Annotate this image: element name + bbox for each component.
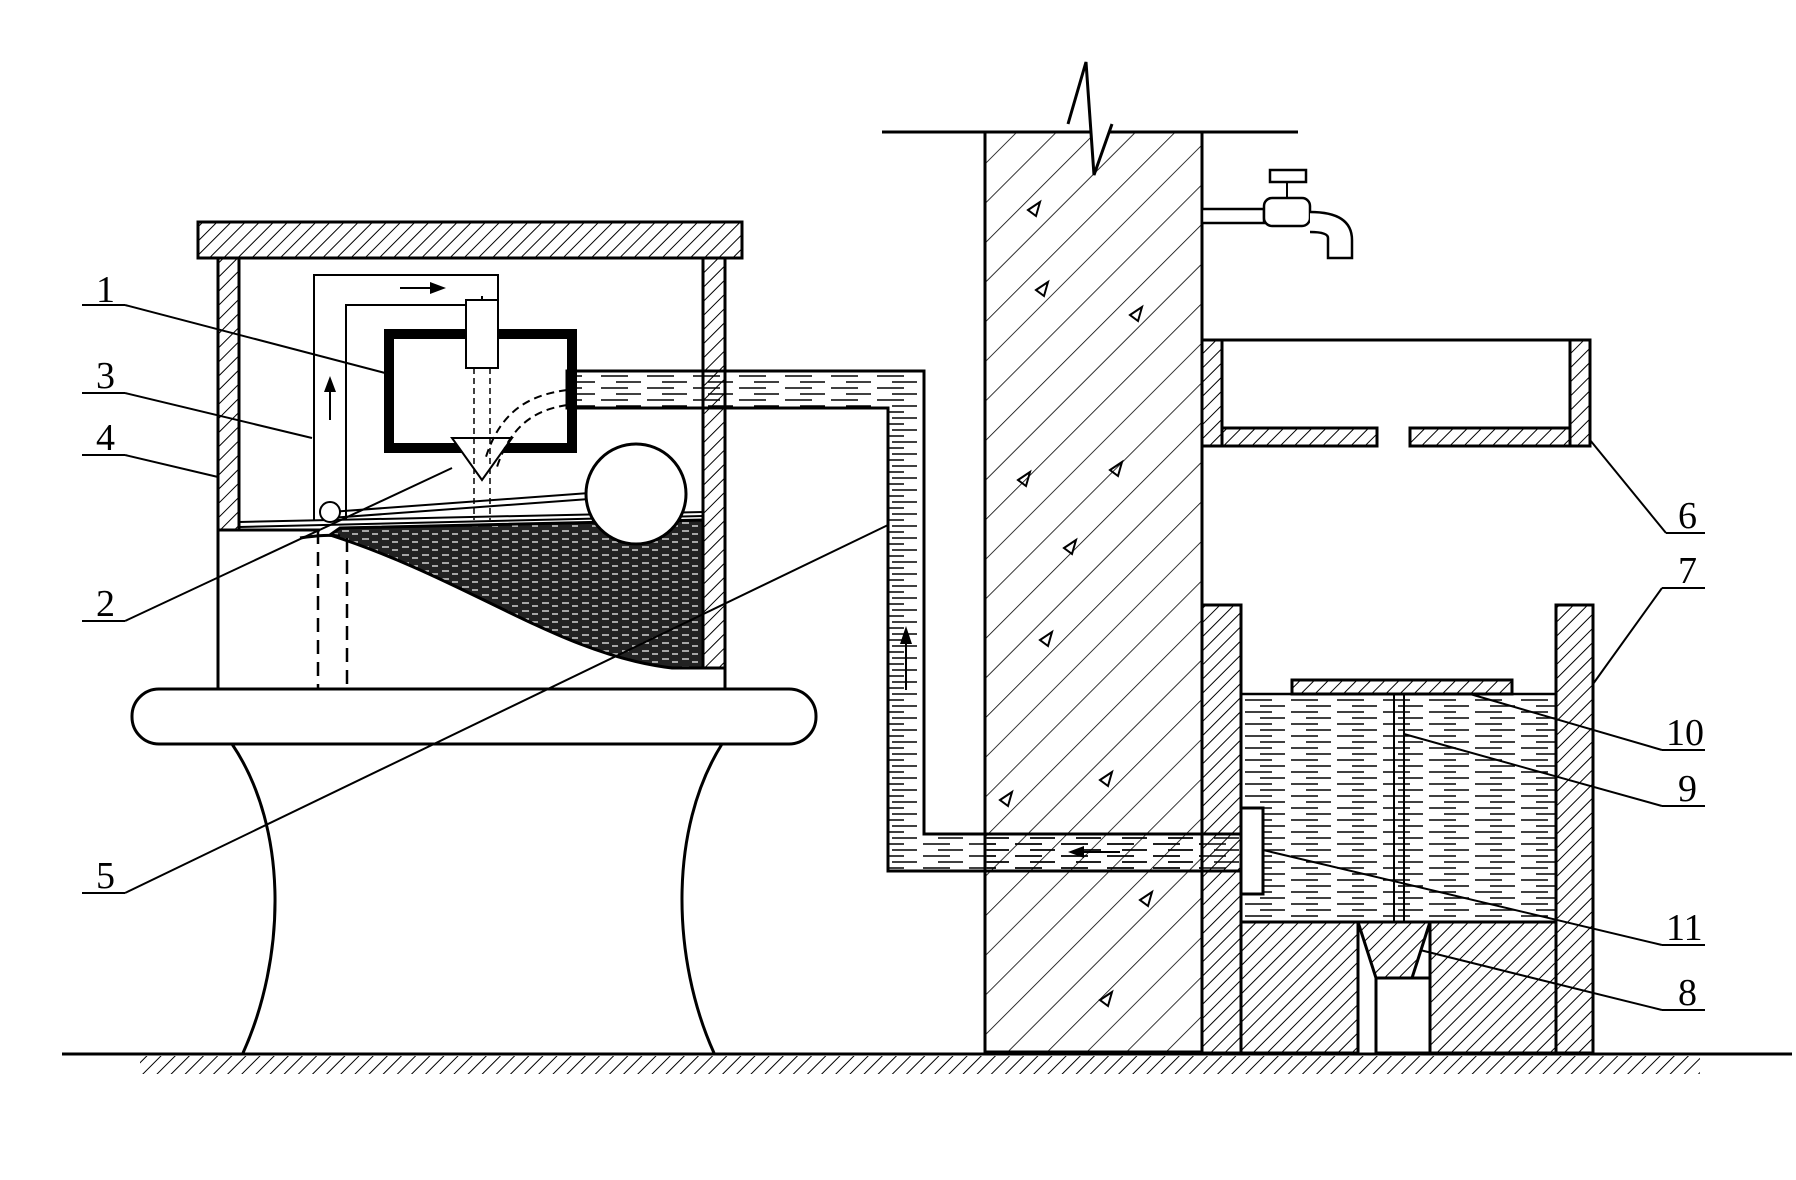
- label-5: 5: [96, 855, 115, 897]
- cistern: [196, 220, 744, 691]
- filter-box: [384, 299, 577, 520]
- label-11: 11: [1666, 907, 1703, 949]
- label-4: 4: [96, 417, 115, 459]
- label-3: 3: [96, 355, 115, 397]
- float-ball: [319, 442, 688, 546]
- flush-pipe: [316, 530, 349, 688]
- faucet-icon: [1200, 168, 1354, 260]
- label-9: 9: [1678, 768, 1697, 810]
- toilet-bowl: [130, 687, 818, 1054]
- label-1: 1: [96, 269, 115, 311]
- label-10: 10: [1666, 712, 1704, 754]
- leader-lines: [82, 304, 1705, 1011]
- overflow-stream: [484, 389, 568, 471]
- wall: [882, 61, 1298, 1054]
- collection-tank: [1200, 603, 1595, 1055]
- label-7: 7: [1678, 550, 1697, 592]
- label-6: 6: [1678, 495, 1697, 537]
- wash-basin: [1200, 338, 1592, 448]
- label-8: 8: [1678, 972, 1697, 1014]
- ground: [62, 1052, 1792, 1074]
- label-2: 2: [96, 583, 115, 625]
